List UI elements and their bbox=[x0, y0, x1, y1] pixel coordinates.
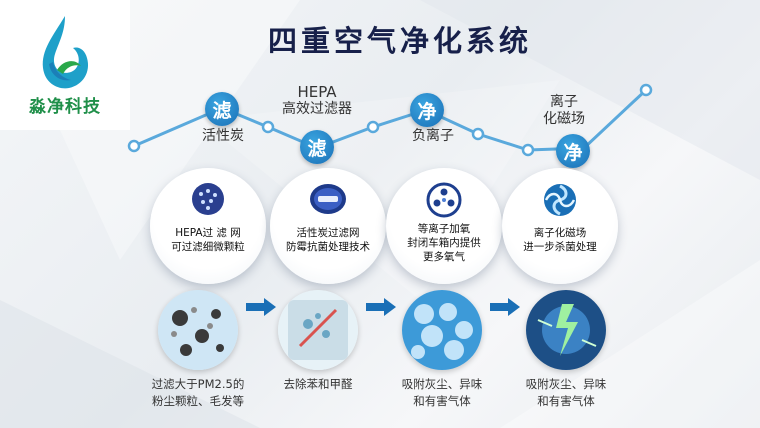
magnetic-swirl-icon bbox=[544, 184, 576, 216]
wave-node bbox=[127, 139, 141, 153]
wave-node bbox=[521, 143, 535, 157]
arrow-right-icon bbox=[366, 298, 396, 316]
page-title: 四重空气净化系统 bbox=[267, 24, 532, 58]
effect-dust1-line1: 吸附灰尘、异味 bbox=[401, 377, 483, 391]
feature-carbon-line1: 活性炭过滤网 bbox=[296, 227, 360, 239]
label-negative-ion: 负离子 bbox=[412, 128, 454, 144]
molecule-removal-icon bbox=[278, 290, 358, 370]
feature-magnetic-line1: 离子化磁场 bbox=[533, 227, 587, 239]
effect-photo-formaldehyde bbox=[278, 290, 358, 370]
feature-hepa: HEPA过 滤 网 可过滤细微颗粒 bbox=[150, 168, 266, 284]
label-magnetic-field: 化磁场 bbox=[543, 111, 585, 127]
company-name: 淼净科技 bbox=[29, 97, 101, 117]
wave-node bbox=[639, 83, 653, 97]
arrow-right-icon bbox=[490, 298, 520, 316]
effect-text-particles: 过滤大于PM2.5的 粉尘颗粒、毛发等 bbox=[140, 376, 256, 410]
label-hepa: HEPA bbox=[297, 83, 337, 101]
carbon-filter-icon bbox=[310, 184, 346, 214]
purify-badge-1: 净 bbox=[410, 93, 444, 127]
label-hepa-filter: 高效过滤器 bbox=[282, 101, 352, 117]
label-ion: 离子 bbox=[550, 94, 578, 110]
dust-particles-icon bbox=[158, 290, 238, 370]
feature-hepa-line2: 可过滤细微颗粒 bbox=[171, 241, 245, 253]
effect-particles-line2: 粉尘颗粒、毛发等 bbox=[152, 394, 244, 408]
effect-text-formaldehyde: 去除苯和甲醛 bbox=[270, 376, 366, 393]
effect-photo-dust-1 bbox=[402, 290, 482, 370]
filter-badge-2: 滤 bbox=[300, 130, 334, 164]
effect-photo-dust-2 bbox=[526, 290, 606, 370]
effect-dust2-line2: 和有害气体 bbox=[537, 394, 595, 408]
feature-magnetic: 离子化磁场 进一步杀菌处理 bbox=[502, 168, 618, 284]
feature-plasma-line1: 等离子加氧 bbox=[417, 223, 471, 235]
label-activated-carbon: 活性炭 bbox=[202, 128, 244, 144]
effect-particles-line1: 过滤大于PM2.5的 bbox=[151, 377, 245, 391]
hepa-filter-icon bbox=[192, 183, 224, 215]
bubble-adsorb-icon bbox=[402, 290, 482, 370]
purify-badge-2: 净 bbox=[556, 134, 590, 168]
effect-text-dust-2: 吸附灰尘、异味 和有害气体 bbox=[516, 376, 616, 410]
wave-node bbox=[471, 127, 485, 141]
feature-magnetic-line2: 进一步杀菌处理 bbox=[523, 241, 597, 253]
feature-activated-carbon: 活性炭过滤网 防霉抗菌处理技术 bbox=[270, 168, 386, 284]
lightning-sterilize-icon bbox=[526, 290, 606, 370]
effect-formaldehyde-line1: 去除苯和甲醛 bbox=[283, 377, 353, 391]
wave-node bbox=[261, 120, 275, 134]
arrow-right-icon bbox=[246, 298, 276, 316]
company-logo: 淼净科技 bbox=[0, 0, 130, 130]
effect-photo-particles bbox=[158, 290, 238, 370]
feature-plasma-line2: 封闭车箱内提供 bbox=[407, 237, 481, 249]
feature-plasma: 等离子加氧 封闭车箱内提供 更多氧气 bbox=[386, 168, 502, 284]
feature-hepa-line1: HEPA过 滤 网 bbox=[175, 227, 241, 239]
filter-badge-1: 滤 bbox=[205, 92, 239, 126]
effect-text-dust-1: 吸附灰尘、异味 和有害气体 bbox=[392, 376, 492, 410]
feature-plasma-line3: 更多氧气 bbox=[423, 251, 465, 263]
feature-carbon-line2: 防霉抗菌处理技术 bbox=[286, 241, 370, 253]
effect-dust2-line1: 吸附灰尘、异味 bbox=[525, 377, 607, 391]
water-drop-logo-icon bbox=[42, 16, 89, 89]
wave-node bbox=[366, 120, 380, 134]
plasma-oxygen-icon bbox=[426, 182, 462, 218]
effect-dust1-line2: 和有害气体 bbox=[413, 394, 471, 408]
